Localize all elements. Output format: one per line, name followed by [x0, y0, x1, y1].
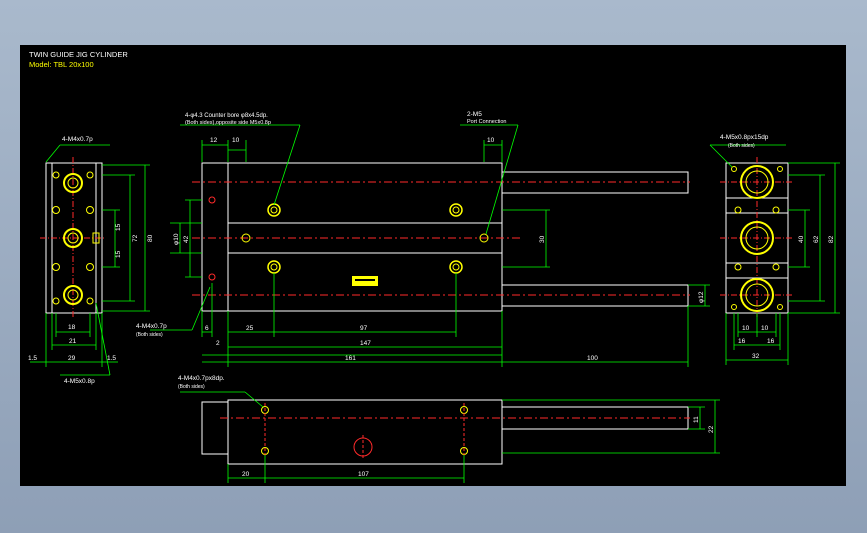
dim-left-72: 72	[132, 234, 139, 242]
dim-front-147: 147	[360, 340, 371, 347]
dim-right-82: 82	[828, 235, 835, 243]
callout-mid-bottom-2: (Both sides)	[136, 332, 163, 338]
dim-bottom-11: 11	[693, 416, 700, 423]
dim-front-25: 25	[246, 325, 254, 332]
dim-front-10a: 10	[232, 137, 240, 144]
dim-left-21: 21	[69, 338, 77, 345]
drawing-canvas: TWIN GUIDE JIG CYLINDER Model: TBL 20x10…	[20, 45, 846, 486]
callout-left-top: 4-M4x0.7p	[62, 136, 93, 143]
dim-front-phi12: φ12	[698, 291, 705, 303]
dim-bottom-107: 107	[358, 471, 369, 478]
callout-counterbore-2: (Both sides),opposite side M5x0.8p	[185, 120, 271, 126]
dim-front-161: 161	[345, 355, 356, 362]
dim-left-18: 18	[68, 324, 76, 331]
dim-right-62: 62	[813, 235, 820, 243]
dim-front-2: 2	[216, 340, 220, 347]
callout-bottom-view-1: 4-M4x0.7px8dp.	[178, 375, 225, 382]
title-line1: TWIN GUIDE JIG CYLINDER	[29, 50, 128, 59]
bottom-view	[201, 399, 690, 465]
callout-right-top-2: (Both sides)	[728, 143, 755, 149]
dim-left-15b: 15	[115, 250, 122, 258]
dim-bottom-22: 22	[708, 425, 715, 433]
left-dims	[30, 144, 150, 376]
cad-drawing: TWIN GUIDE JIG CYLINDER Model: TBL 20x10…	[28, 50, 840, 483]
dim-left-80: 80	[147, 234, 154, 242]
callout-left-bottom: 4-M5x0.8p	[64, 378, 95, 385]
callout-right-top-1: 4-M5x0.8px15dp	[720, 134, 769, 141]
callout-mid-bottom-1: 4-M4x0.7p	[136, 323, 167, 330]
bottom-dims	[180, 391, 720, 483]
callout-port-1: 2-M5	[467, 111, 482, 118]
dim-front-phi10: φ10	[173, 233, 180, 245]
dim-right-32: 32	[752, 353, 760, 360]
dim-right-40: 40	[798, 235, 805, 243]
dim-left-1.5b: 1.5	[107, 355, 116, 362]
dim-front-42: 42	[183, 235, 190, 243]
dim-right-16b: 16	[767, 338, 775, 345]
dim-right-10a: 10	[742, 325, 750, 332]
dim-front-12: 12	[210, 137, 218, 144]
dim-front-10b: 10	[487, 137, 495, 144]
dim-right-10b: 10	[761, 325, 769, 332]
dim-front-6: 6	[205, 325, 209, 332]
dim-bottom-20: 20	[242, 471, 250, 478]
callout-bottom-view-2: (Both sides)	[178, 384, 205, 390]
right-dims	[709, 144, 840, 365]
front-dims	[150, 124, 710, 367]
dim-front-100: 100	[587, 355, 598, 362]
front-view	[192, 162, 690, 312]
callout-port-2: Port Connection	[467, 119, 506, 125]
left-end-view	[40, 157, 106, 319]
callout-counterbore-1: 4-φ4.3 Counter bore φ8x4.5dp.	[185, 113, 268, 119]
dim-front-30: 30	[539, 235, 546, 243]
dim-left-15a: 15	[115, 223, 122, 231]
dim-left-1.5a: 1.5	[28, 355, 37, 362]
dim-right-16a: 16	[738, 338, 746, 345]
dim-front-97: 97	[360, 325, 368, 332]
right-end-view	[720, 157, 794, 319]
title-line2: Model: TBL 20x100	[29, 60, 94, 69]
dim-left-29: 29	[68, 355, 76, 362]
